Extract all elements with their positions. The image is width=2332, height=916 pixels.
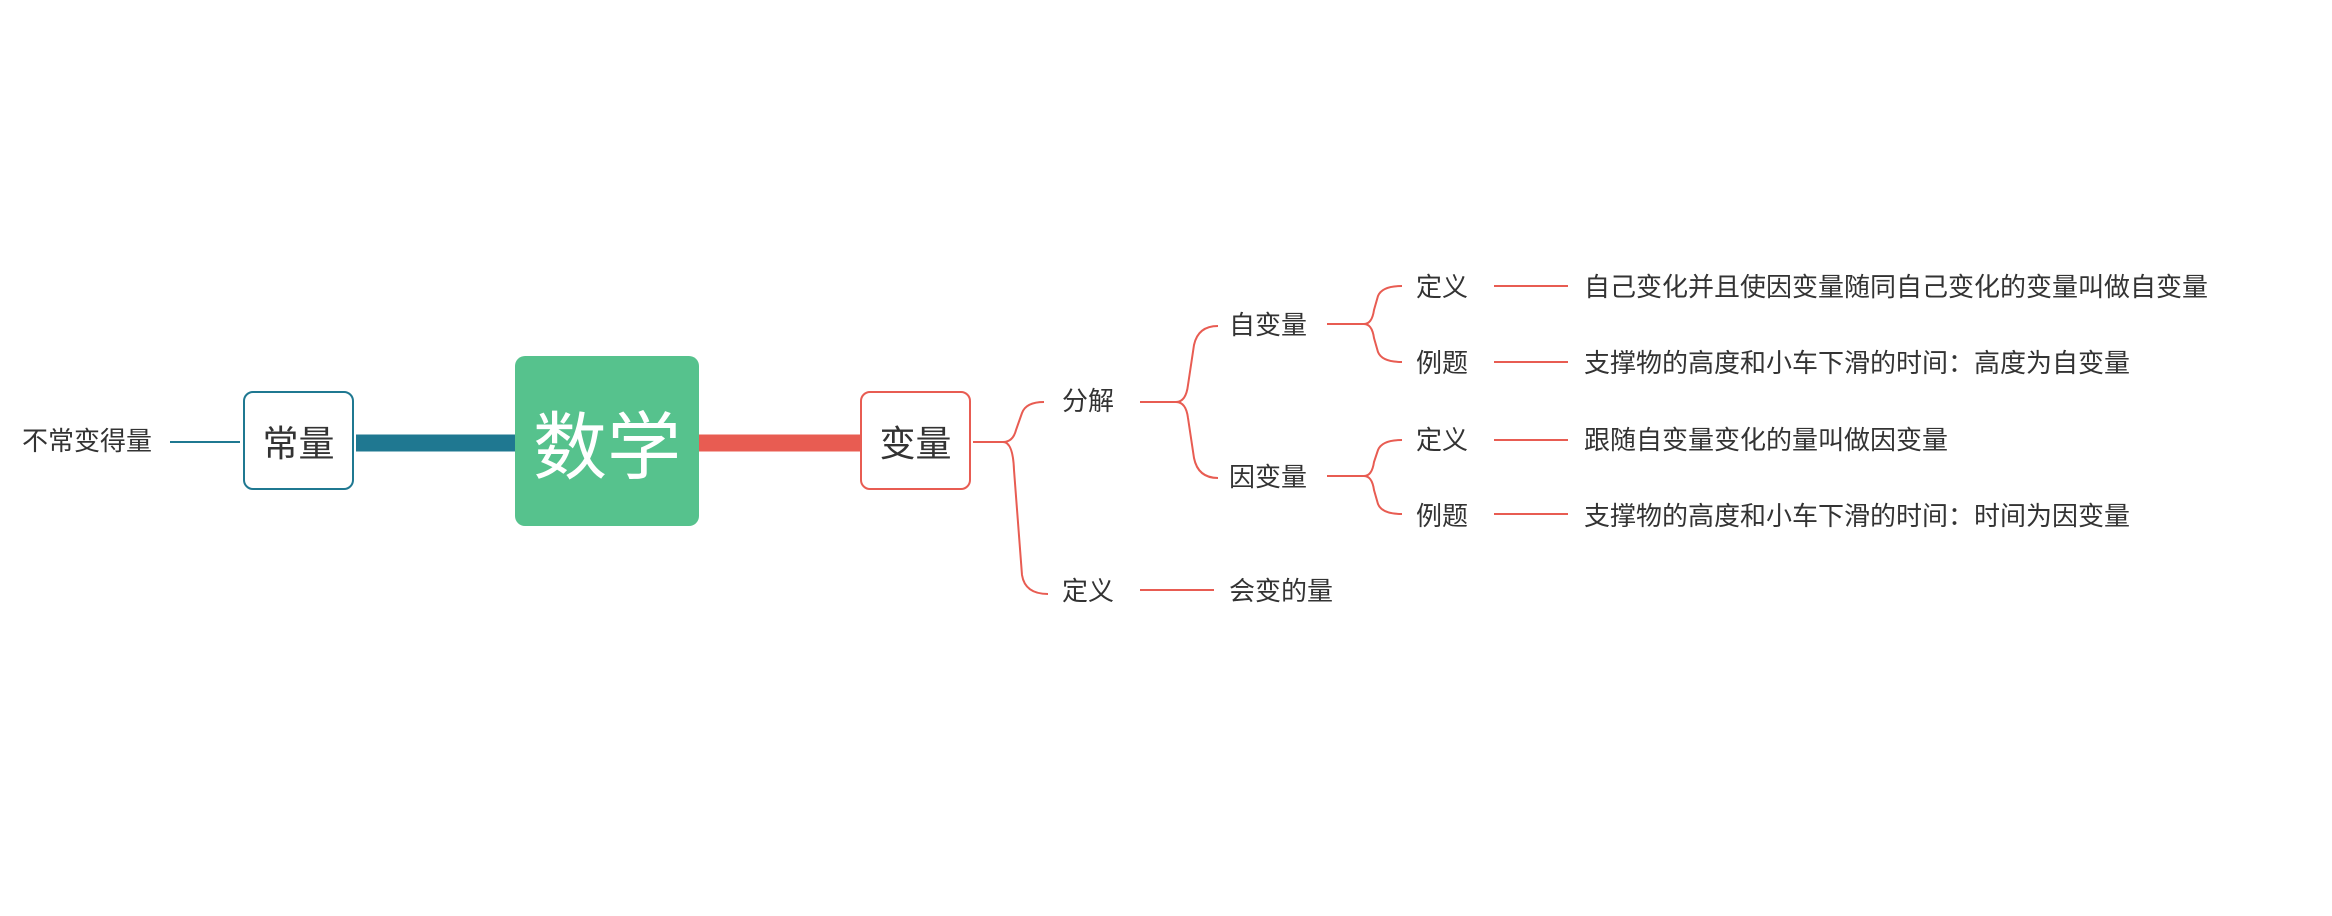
- link-independent-definition: [1327, 285, 1403, 325]
- independent-definition-text-node[interactable]: 自己变化并且使因变量随同自己变化的变量叫做自变量: [1584, 270, 2208, 306]
- variable-definition-text: 会变的量: [1229, 577, 1334, 607]
- constant-node[interactable]: 常量: [243, 391, 354, 490]
- root-label: 数学: [533, 404, 681, 491]
- dependent-example-node[interactable]: 例题: [1416, 499, 1468, 535]
- variable-node[interactable]: 变量: [860, 391, 971, 490]
- link-variable-breakdown: [973, 401, 1045, 443]
- dependent-definition-text-node[interactable]: 跟随自变量变化的量叫做因变量: [1584, 423, 1948, 459]
- link-dependent-definition: [1327, 439, 1403, 477]
- breakdown-node[interactable]: 分解: [1062, 384, 1114, 420]
- independent-definition-text: 自己变化并且使因变量随同自己变化的变量叫做自变量: [1584, 273, 2209, 303]
- link-dependent-example: [1363, 475, 1403, 515]
- variable-definition-text-node[interactable]: 会变的量: [1229, 574, 1333, 610]
- link-variable-definition: [1002, 441, 1049, 595]
- root-node[interactable]: 数学: [515, 356, 699, 526]
- independent-variable-label: 自变量: [1229, 311, 1308, 341]
- variable-definition-label: 定义: [1062, 577, 1115, 607]
- link-breakdown-dependent: [1175, 401, 1219, 479]
- constant-child-label: 不常变得量: [22, 427, 153, 457]
- dependent-definition-text: 跟随自变量变化的量叫做因变量: [1584, 426, 1949, 456]
- link-breakdown-independent: [1140, 325, 1219, 403]
- independent-example-text: 支撑物的高度和小车下滑的时间：高度为自变量: [1584, 349, 2131, 379]
- variable-label: 变量: [879, 423, 952, 465]
- independent-example-text-node[interactable]: 支撑物的高度和小车下滑的时间：高度为自变量: [1584, 346, 2130, 382]
- constant-label: 常量: [262, 423, 335, 465]
- dependent-definition-node[interactable]: 定义: [1416, 423, 1468, 459]
- dependent-example-label: 例题: [1416, 502, 1469, 532]
- dependent-definition-label: 定义: [1416, 426, 1469, 456]
- independent-variable-node[interactable]: 自变量: [1229, 308, 1307, 344]
- independent-definition-label: 定义: [1416, 273, 1469, 303]
- independent-definition-node[interactable]: 定义: [1416, 270, 1468, 306]
- variable-definition-node[interactable]: 定义: [1062, 574, 1114, 610]
- breakdown-label: 分解: [1062, 387, 1115, 417]
- dependent-example-text-node[interactable]: 支撑物的高度和小车下滑的时间：时间为因变量: [1584, 499, 2130, 535]
- independent-example-node[interactable]: 例题: [1416, 346, 1468, 382]
- dependent-variable-label: 因变量: [1229, 463, 1308, 493]
- dependent-example-text: 支撑物的高度和小车下滑的时间：时间为因变量: [1584, 502, 2131, 532]
- constant-child-node[interactable]: 不常变得量: [22, 424, 152, 460]
- link-independent-example: [1363, 323, 1403, 363]
- dependent-variable-node[interactable]: 因变量: [1229, 460, 1307, 496]
- independent-example-label: 例题: [1416, 349, 1469, 379]
